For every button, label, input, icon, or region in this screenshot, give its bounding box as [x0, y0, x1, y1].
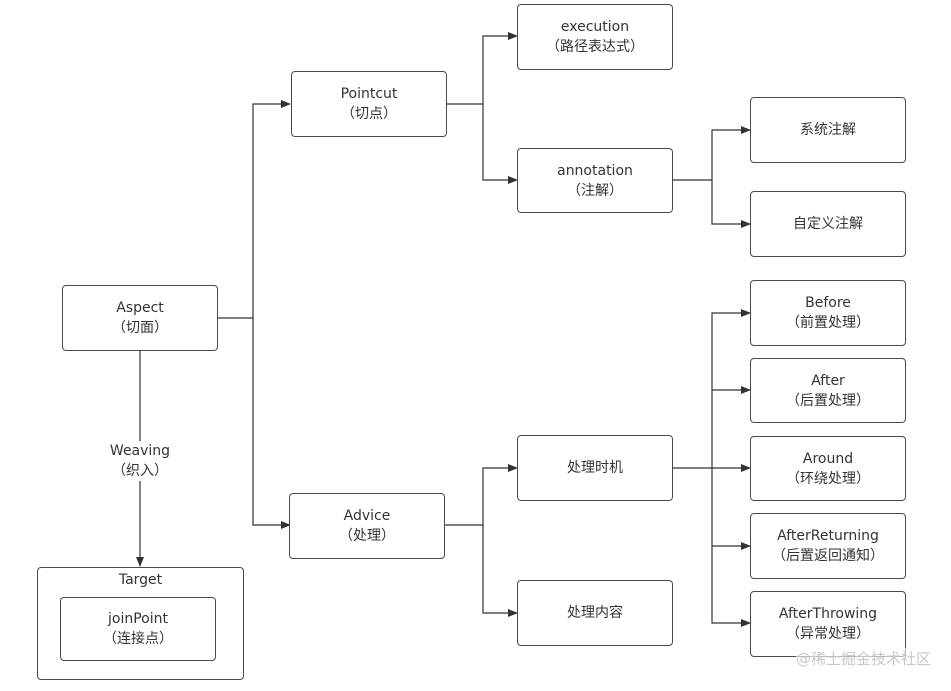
after-throwing-subtitle: （异常处理） — [786, 626, 870, 642]
after-returning-title: AfterReturning — [777, 528, 879, 544]
connector-aspect-advice — [252, 318, 291, 529]
annotation-title: annotation — [557, 162, 633, 179]
after-node: After （后置处理） — [750, 358, 906, 423]
connector-annotation-system — [673, 126, 751, 181]
aspect-title: Aspect — [116, 300, 164, 316]
connector-timing-afterreturning — [711, 468, 751, 550]
annotation-node: annotation （注解） — [517, 148, 673, 213]
custom-annotation-node: 自定义注解 — [750, 191, 906, 257]
connector-pointcut-execution — [446, 32, 518, 105]
execution-title: execution — [560, 19, 630, 35]
after-throwing-node: AfterThrowing （异常处理） — [750, 591, 906, 657]
after-subtitle: （后置处理） — [786, 392, 870, 409]
connector-annotation-custom — [711, 180, 751, 228]
target-title: Target — [118, 572, 163, 588]
pointcut-title: Pointcut — [340, 86, 398, 102]
content-node: 处理内容 — [517, 580, 673, 646]
advice-node: Advice （处理） — [289, 493, 445, 559]
connector-pointcut-annotation — [482, 104, 518, 184]
around-node: Around （环绕处理） — [750, 436, 906, 501]
after-returning-subtitle: （后置返回通知） — [772, 548, 884, 564]
join-point-subtitle: （连接点） — [103, 631, 173, 647]
timing-node: 处理时机 — [517, 435, 673, 501]
system-annotation-node: 系统注解 — [750, 97, 906, 163]
custom-annotation-title: 自定义注解 — [793, 216, 863, 232]
after-title: After — [811, 372, 845, 389]
connector-advice-timing — [445, 464, 518, 526]
content-title: 处理内容 — [567, 605, 623, 621]
after-throwing-title: AfterThrowing — [778, 606, 878, 622]
join-point-node: joinPoint （连接点） — [60, 597, 216, 661]
weaving-label: Weaving （织入） — [100, 441, 180, 481]
pointcut-subtitle: （切点） — [341, 106, 397, 122]
pointcut-node: Pointcut （切点） — [291, 71, 447, 137]
join-point-title: joinPoint — [108, 611, 168, 627]
connector-timing-afterthrowing — [711, 546, 751, 627]
aspect-node: Aspect （切面） — [62, 285, 218, 351]
connector-aspect-pointcut — [218, 100, 291, 319]
timing-title: 处理时机 — [567, 460, 623, 476]
advice-title: Advice — [343, 508, 391, 524]
before-subtitle: （前置处理） — [786, 315, 870, 331]
annotation-subtitle: （注解） — [567, 182, 623, 199]
execution-subtitle: （路径表达式） — [546, 39, 644, 55]
weaving-title: Weaving — [109, 443, 171, 459]
before-title: Before — [805, 295, 851, 311]
system-annotation-title: 系统注解 — [800, 122, 856, 138]
around-subtitle: （环绕处理） — [786, 470, 870, 487]
around-title: Around — [802, 450, 854, 467]
advice-subtitle: （处理） — [339, 528, 395, 544]
after-returning-node: AfterReturning （后置返回通知） — [750, 513, 906, 579]
before-node: Before （前置处理） — [750, 280, 906, 346]
execution-node: execution （路径表达式） — [517, 4, 673, 70]
watermark: @稀土掘金技术社区 — [795, 648, 931, 669]
aspect-subtitle: （切面） — [112, 320, 168, 336]
connector-advice-content — [482, 525, 518, 617]
weaving-subtitle: （织入） — [112, 463, 168, 479]
